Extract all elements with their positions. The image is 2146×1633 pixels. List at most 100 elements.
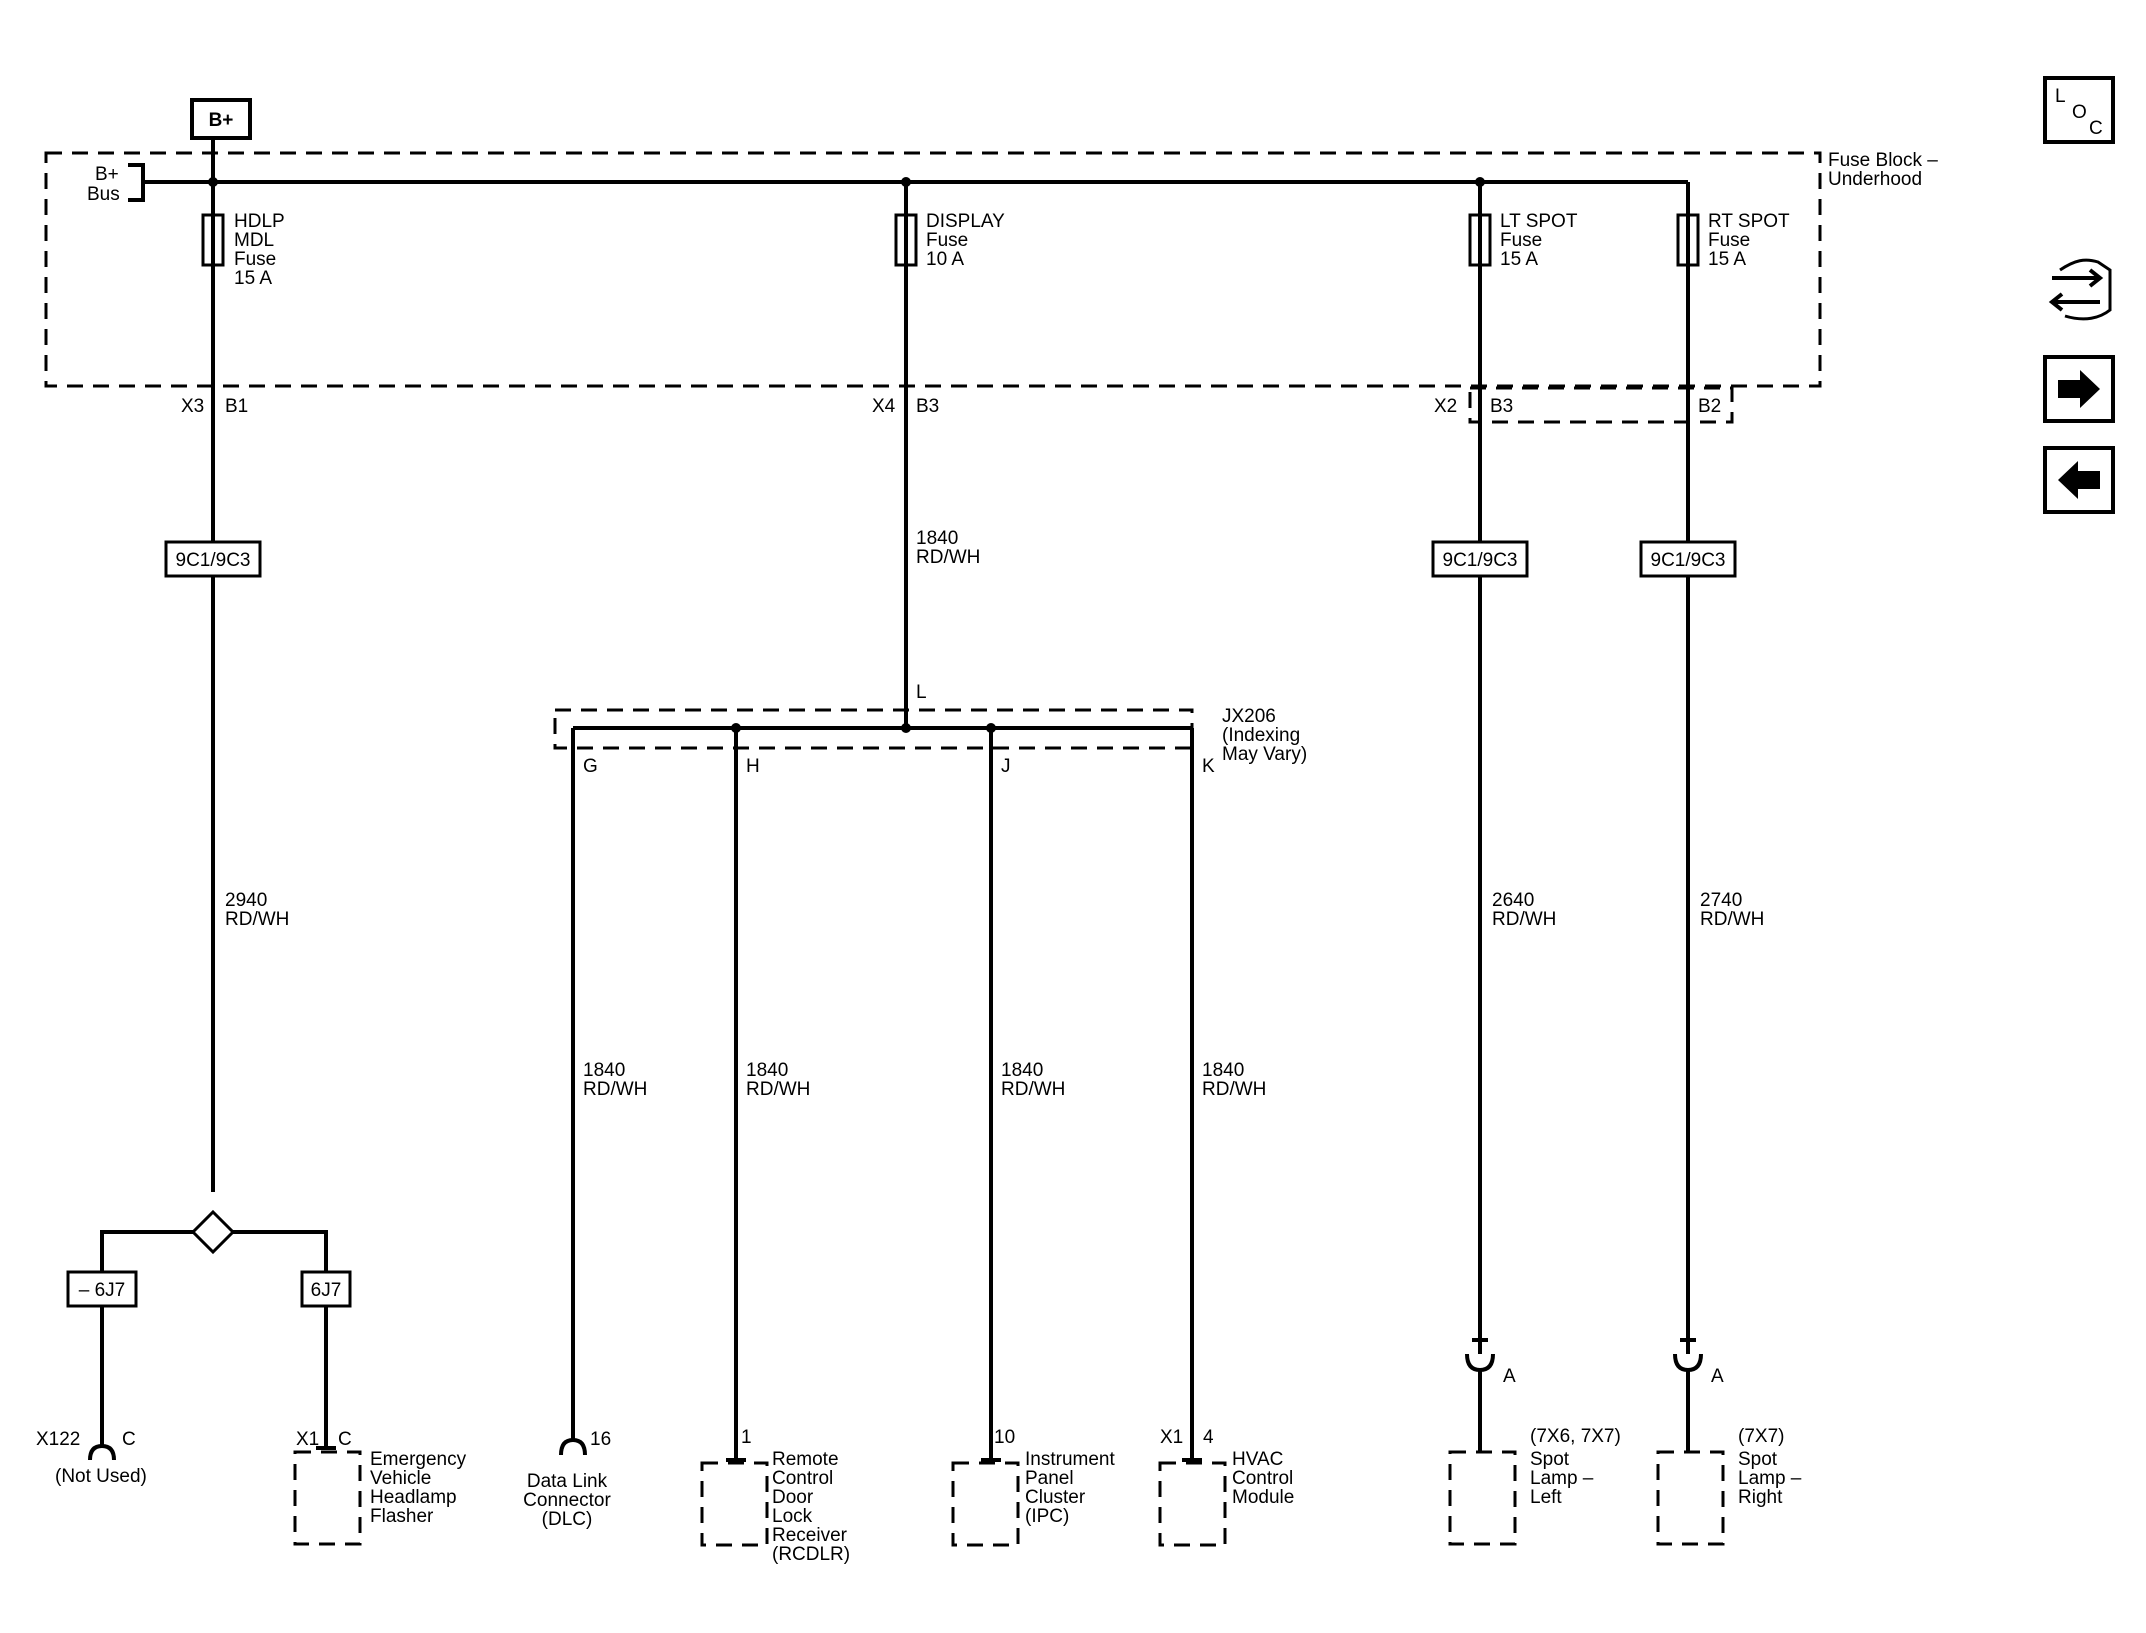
svg-text:Panel: Panel bbox=[1025, 1468, 1074, 1489]
svg-text:RD/WH: RD/WH bbox=[916, 547, 980, 568]
wire-label-splice-j: 1840 RD/WH bbox=[1001, 1060, 1065, 1100]
battery-label: B+ bbox=[209, 110, 234, 131]
ipc-name: Instrument Panel Cluster (IPC) bbox=[1025, 1449, 1115, 1527]
option-code-pos-text: 6J7 bbox=[311, 1280, 342, 1301]
lt-rt-connector-outline bbox=[1468, 386, 1734, 424]
bus-label-2: Bus bbox=[87, 184, 120, 205]
flasher-name: Emergency Vehicle Headlamp Flasher bbox=[370, 1449, 467, 1527]
svg-text:DISPLAY: DISPLAY bbox=[926, 211, 1005, 232]
battery-terminal-box bbox=[190, 98, 252, 140]
splice-pin-h: H bbox=[746, 756, 760, 777]
option-code-neg-text: – 6J7 bbox=[79, 1280, 125, 1301]
svg-text:HDLP: HDLP bbox=[234, 211, 285, 232]
splice-pin-j: J bbox=[1001, 756, 1011, 777]
fuse-lt-spot-label: LT SPOT Fuse 15 A bbox=[1500, 211, 1578, 270]
flasher-component-box bbox=[293, 1450, 362, 1546]
svg-text:(RCDLR): (RCDLR) bbox=[772, 1544, 850, 1565]
svg-text:Fuse: Fuse bbox=[1708, 230, 1750, 251]
x122-conn: X122 bbox=[36, 1429, 80, 1450]
dlc-name: Data Link Connector (DLC) bbox=[523, 1471, 611, 1530]
splice-pack-name: JX206 (Indexing May Vary) bbox=[1222, 706, 1307, 765]
svg-text:Headlamp: Headlamp bbox=[370, 1487, 457, 1508]
arrow-right-icon[interactable] bbox=[2043, 355, 2115, 423]
option-code-hdlp-text: 9C1/9C3 bbox=[176, 550, 251, 571]
svg-text:15 A: 15 A bbox=[1708, 249, 1746, 270]
fuse-display-label: DISPLAY Fuse 10 A bbox=[926, 211, 1005, 270]
ipc-component-box bbox=[951, 1461, 1020, 1547]
svg-text:Emergency: Emergency bbox=[370, 1449, 467, 1470]
svg-text:Fuse: Fuse bbox=[926, 230, 968, 251]
svg-text:O: O bbox=[2072, 102, 2087, 123]
svg-text:1840: 1840 bbox=[1001, 1060, 1043, 1081]
rcdlr-name: Remote Control Door Lock Receiver (RCDLR… bbox=[772, 1449, 850, 1565]
spot-right-female-terminal bbox=[1673, 1353, 1703, 1373]
svg-text:1840: 1840 bbox=[583, 1060, 625, 1081]
svg-text:Fuse: Fuse bbox=[234, 249, 276, 270]
svg-text:Cluster: Cluster bbox=[1025, 1487, 1086, 1508]
option-code-neg bbox=[66, 1270, 138, 1308]
svg-text:Data Link: Data Link bbox=[527, 1471, 608, 1492]
spot-left-name: Spot Lamp – Left bbox=[1530, 1449, 1594, 1508]
wire-neg-option bbox=[100, 1230, 193, 1282]
pin-lt-pin: B3 bbox=[1490, 396, 1513, 417]
svg-text:(IPC): (IPC) bbox=[1025, 1506, 1069, 1527]
pin-display-pin: B3 bbox=[916, 396, 939, 417]
svg-text:Lamp –: Lamp – bbox=[1738, 1468, 1802, 1489]
wire-label-rt: 2740 RD/WH bbox=[1700, 890, 1764, 930]
svg-text:Control: Control bbox=[772, 1468, 833, 1489]
svg-text:RD/WH: RD/WH bbox=[1492, 909, 1556, 930]
splice-input-node bbox=[901, 723, 911, 733]
bus-bracket bbox=[128, 163, 145, 202]
svg-text:Instrument: Instrument bbox=[1025, 1449, 1115, 1470]
arrow-left-icon[interactable] bbox=[2043, 446, 2115, 514]
svg-text:Spot: Spot bbox=[1530, 1449, 1570, 1470]
spot-right-name: Spot Lamp – Right bbox=[1738, 1449, 1802, 1508]
swap-arrows-icon[interactable] bbox=[2048, 258, 2112, 321]
svg-text:1840: 1840 bbox=[916, 528, 958, 549]
option-code-hdlp bbox=[164, 540, 262, 578]
svg-text:L: L bbox=[2055, 86, 2066, 107]
loc-icon[interactable]: L O C bbox=[2043, 76, 2115, 144]
fuse-rt-spot-label: RT SPOT Fuse 15 A bbox=[1708, 211, 1790, 270]
hvac-pin: 4 bbox=[1203, 1427, 1214, 1448]
svg-text:1840: 1840 bbox=[746, 1060, 788, 1081]
svg-text:RD/WH: RD/WH bbox=[1700, 909, 1764, 930]
svg-text:Flasher: Flasher bbox=[370, 1506, 434, 1527]
svg-text:Left: Left bbox=[1530, 1487, 1562, 1508]
pin-rt-pin: B2 bbox=[1698, 396, 1721, 417]
svg-text:Lock: Lock bbox=[772, 1506, 813, 1527]
svg-text:Right: Right bbox=[1738, 1487, 1783, 1508]
dlc-pin: 16 bbox=[590, 1429, 611, 1450]
option-diamond bbox=[190, 1209, 236, 1255]
svg-text:(DLC): (DLC) bbox=[542, 1509, 593, 1530]
spot-left-codes: (7X6, 7X7) bbox=[1530, 1426, 1621, 1447]
pin-display-conn: X4 bbox=[872, 396, 896, 417]
svg-text:Spot: Spot bbox=[1738, 1449, 1778, 1470]
svg-text:May Vary): May Vary) bbox=[1222, 744, 1307, 765]
wire-label-splice-h: 1840 RD/WH bbox=[746, 1060, 810, 1100]
wire-pos-option bbox=[233, 1230, 328, 1282]
bus-label-1: B+ bbox=[95, 164, 119, 185]
x122-female-terminal bbox=[88, 1443, 116, 1461]
option-code-rt-text: 9C1/9C3 bbox=[1651, 550, 1726, 571]
option-code-rt bbox=[1639, 540, 1737, 578]
hvac-component-box bbox=[1158, 1461, 1227, 1547]
x122-pin: C bbox=[122, 1429, 136, 1450]
wire-label-display-feed: 1840 RD/WH bbox=[916, 528, 980, 568]
spot-left-component-box bbox=[1448, 1450, 1517, 1546]
svg-text:RT SPOT: RT SPOT bbox=[1708, 211, 1790, 232]
spot-right-component-box bbox=[1656, 1450, 1725, 1546]
flasher-pin: C bbox=[338, 1429, 352, 1450]
pin-hdlp-conn: X3 bbox=[181, 396, 204, 417]
svg-text:RD/WH: RD/WH bbox=[225, 909, 289, 930]
svg-text:Lamp –: Lamp – bbox=[1530, 1468, 1594, 1489]
svg-text:2740: 2740 bbox=[1700, 890, 1742, 911]
svg-text:Module: Module bbox=[1232, 1487, 1294, 1508]
fuse-hdlp-label: HDLP MDL Fuse 15 A bbox=[234, 211, 285, 289]
svg-text:Receiver: Receiver bbox=[772, 1525, 848, 1546]
wire-label-splice-g: 1840 RD/WH bbox=[583, 1060, 647, 1100]
pin-lt-conn: X2 bbox=[1434, 396, 1457, 417]
hvac-name: HVAC Control Module bbox=[1232, 1449, 1294, 1508]
